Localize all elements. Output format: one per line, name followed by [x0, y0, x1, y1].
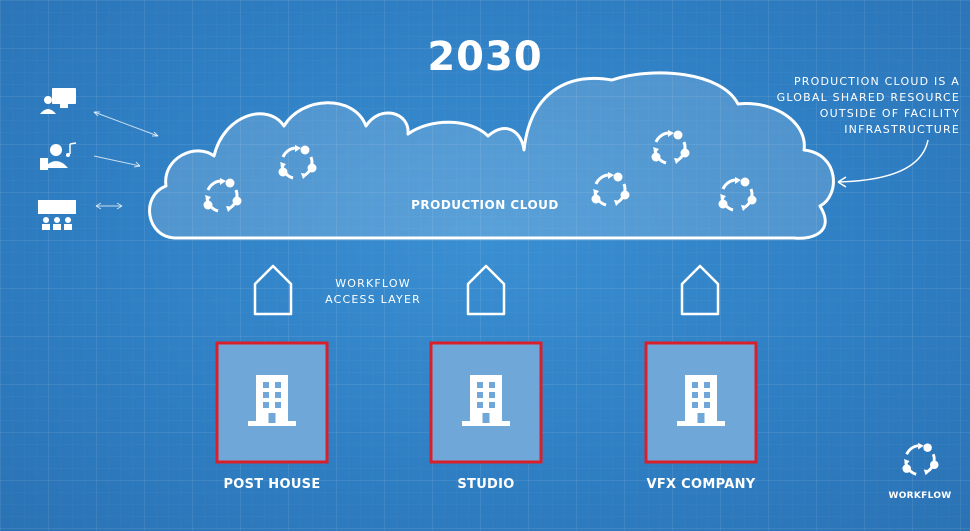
workflow-logo-icon [900, 441, 940, 477]
workflow-access-layer-label: WORKFLOW ACCESS LAYER [318, 276, 428, 308]
annotation-line: PRODUCTION CLOUD IS A [793, 75, 960, 88]
production-cloud-annotation: PRODUCTION CLOUD IS A GLOBAL SHARED RESO… [740, 74, 960, 138]
facility-studio [429, 341, 543, 464]
facility-label-post-house: POST HOUSE [223, 477, 321, 492]
access-layer-line-1: WORKFLOW [335, 277, 411, 290]
user-connection-arrows [93, 111, 159, 210]
access-layer-icon [253, 264, 293, 316]
audience-screen-icon [38, 200, 76, 230]
facility-label-studio: STUDIO [457, 477, 515, 492]
presenter-music-icon [40, 142, 77, 170]
access-layer-icon [466, 264, 506, 316]
production-cloud-shape [148, 71, 835, 240]
production-cloud-label: PRODUCTION CLOUD [411, 198, 559, 212]
workflow-logo-label: WORKFLOW [888, 491, 952, 501]
access-layer-line-2: ACCESS LAYER [325, 293, 421, 306]
facility-label-vfx-company: VFX COMPANY [646, 477, 756, 492]
computer-user-icon [40, 88, 76, 114]
facility-vfx-company [644, 341, 758, 464]
page-title: 2030 [427, 34, 543, 80]
annotation-line: GLOBAL SHARED RESOURCE [776, 91, 960, 104]
facility-post-house [215, 341, 329, 464]
access-layer-icon [680, 264, 720, 316]
annotation-line: OUTSIDE OF FACILITY [819, 107, 960, 120]
annotation-line: INFRASTRUCTURE [844, 123, 960, 136]
annotation-arrow [837, 139, 929, 188]
